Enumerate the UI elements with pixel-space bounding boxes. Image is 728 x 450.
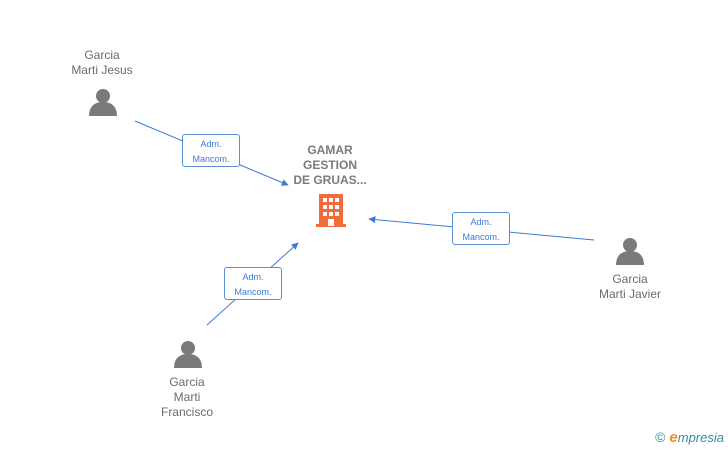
relation-label: Adm. Mancom. (182, 134, 240, 167)
person-name[interactable]: Garcia Marti Francisco (160, 375, 213, 419)
relation-label: Adm. Mancom. (224, 267, 282, 300)
person-icon[interactable] (89, 89, 117, 116)
person-icon[interactable] (174, 341, 202, 368)
empresia-logo: ©empresia (655, 429, 724, 446)
building-icon[interactable] (316, 194, 346, 227)
relation-label: Adm. Mancom. (452, 212, 510, 245)
person-name[interactable]: Garcia Marti Jesus (71, 48, 133, 77)
person-icon[interactable] (616, 238, 644, 265)
company-name[interactable]: GAMAR GESTION DE GRUAS... (293, 143, 367, 187)
copyright-icon: © (655, 429, 666, 445)
person-name[interactable]: Garcia Marti Javier (598, 272, 661, 301)
